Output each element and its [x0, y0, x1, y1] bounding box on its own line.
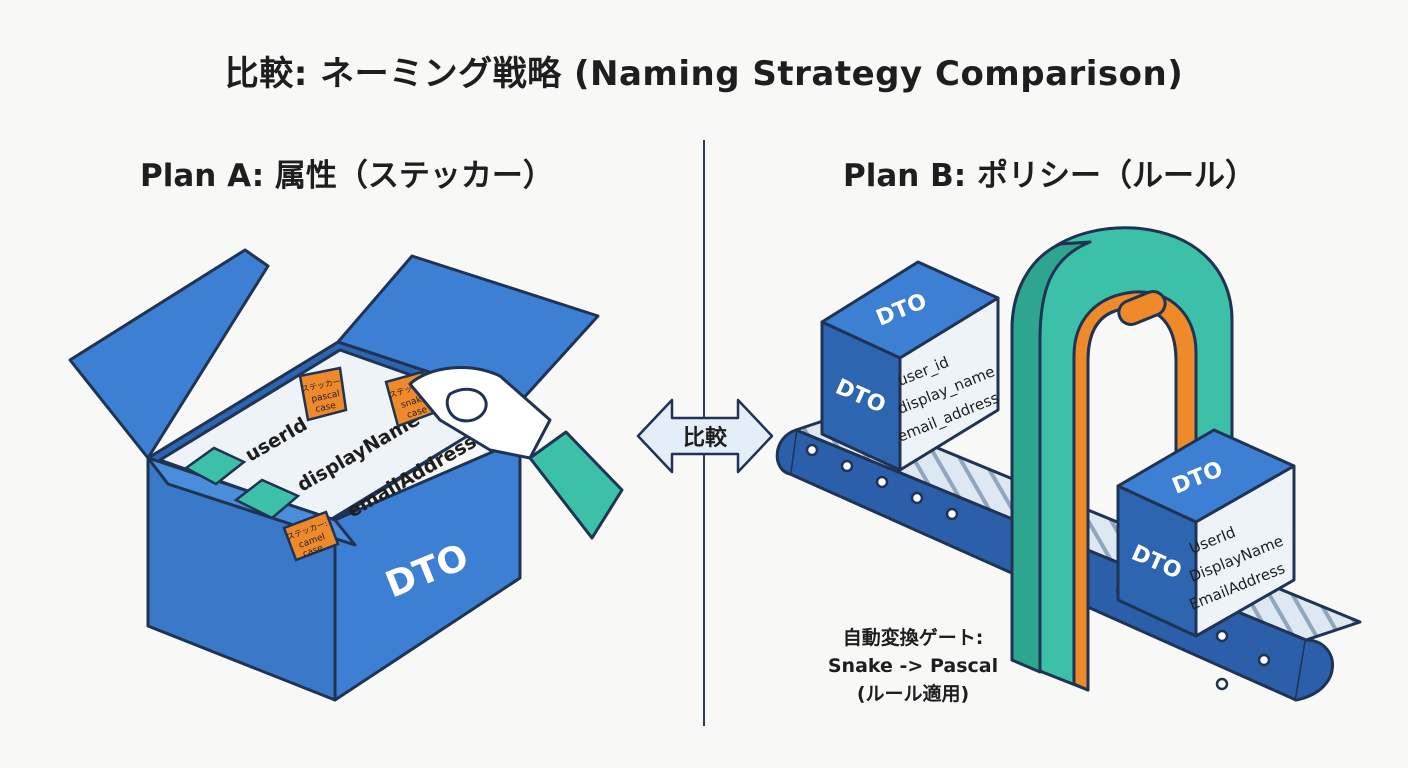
plan-b-output-cube: [1116, 428, 1296, 638]
gate-caption-line-2: Snake -> Pascal: [827, 655, 999, 677]
gate-caption-line-1: 自動変換ゲート:: [842, 627, 984, 649]
page-title: 比較: ネーミング戦略 (Naming Strategy Comparison): [224, 54, 1184, 94]
plan-b-title: Plan B: ポリシー（ルール）: [843, 158, 1256, 194]
gate-caption-line-3: (ルール適用): [856, 683, 970, 705]
sticker-pascal: ステッカー: pascal case: [298, 366, 348, 422]
compare-label: 比較: [683, 425, 728, 451]
compare-arrow-icon: [636, 398, 774, 474]
gate-caption: 自動変換ゲート: Snake -> Pascal (ルール適用): [818, 624, 1008, 708]
plan-a-items: [183, 446, 301, 520]
svg-text:case: case: [315, 401, 338, 415]
plan-a-title: Plan A: 属性（ステッカー）: [140, 158, 554, 194]
plan-b-input-cube: [820, 260, 1000, 472]
hand-icon: [408, 366, 624, 540]
